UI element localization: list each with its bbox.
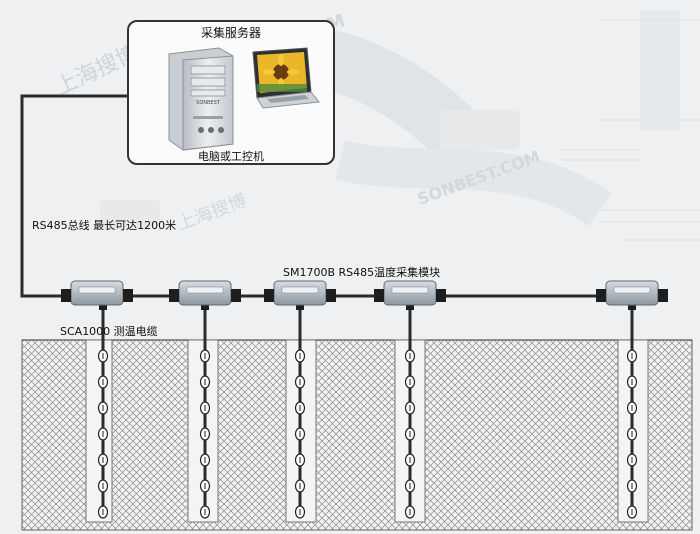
cable-gland-right	[326, 289, 336, 302]
module-nameplate	[186, 286, 224, 294]
module-5	[596, 280, 668, 306]
bus-label: RS485总线 最长可达1200米	[32, 219, 177, 232]
module-nameplate	[613, 286, 651, 294]
soil-ground	[21, 339, 693, 531]
module-nameplate	[391, 286, 429, 294]
boreholes	[85, 308, 649, 523]
module-nameplate	[281, 286, 319, 294]
cable-gland-left	[596, 289, 606, 302]
cable-gland-left	[374, 289, 384, 302]
server-caption: 电脑或工控机	[198, 150, 264, 163]
cable-gland-right	[436, 289, 446, 302]
server-illustration: SONBEST	[168, 47, 320, 151]
module-label: SM1700B RS485温度采集模块	[283, 266, 441, 279]
tower-brand-label: SONBEST	[196, 100, 221, 106]
pc-tower-icon: SONBEST	[168, 47, 234, 151]
cable-gland-left	[264, 289, 274, 302]
cable-label: SCA1000 测温电缆	[60, 325, 158, 338]
cable-gland-left	[169, 289, 179, 302]
module-3	[264, 280, 336, 306]
laptop-icon	[252, 47, 320, 109]
cable-gland-right	[658, 289, 668, 302]
module-nameplate	[78, 286, 116, 294]
rs485-bus-cable	[20, 94, 128, 298]
module-2	[169, 280, 241, 306]
cable-gland-right	[123, 289, 133, 302]
module-row	[61, 280, 668, 310]
module-4	[374, 280, 446, 306]
server-panel: 采集服务器 SONBEST 电脑或工控	[127, 20, 335, 165]
cable-gland-right	[231, 289, 241, 302]
module-1	[61, 280, 133, 306]
server-title: 采集服务器	[200, 26, 261, 40]
cable-gland-left	[61, 289, 71, 302]
